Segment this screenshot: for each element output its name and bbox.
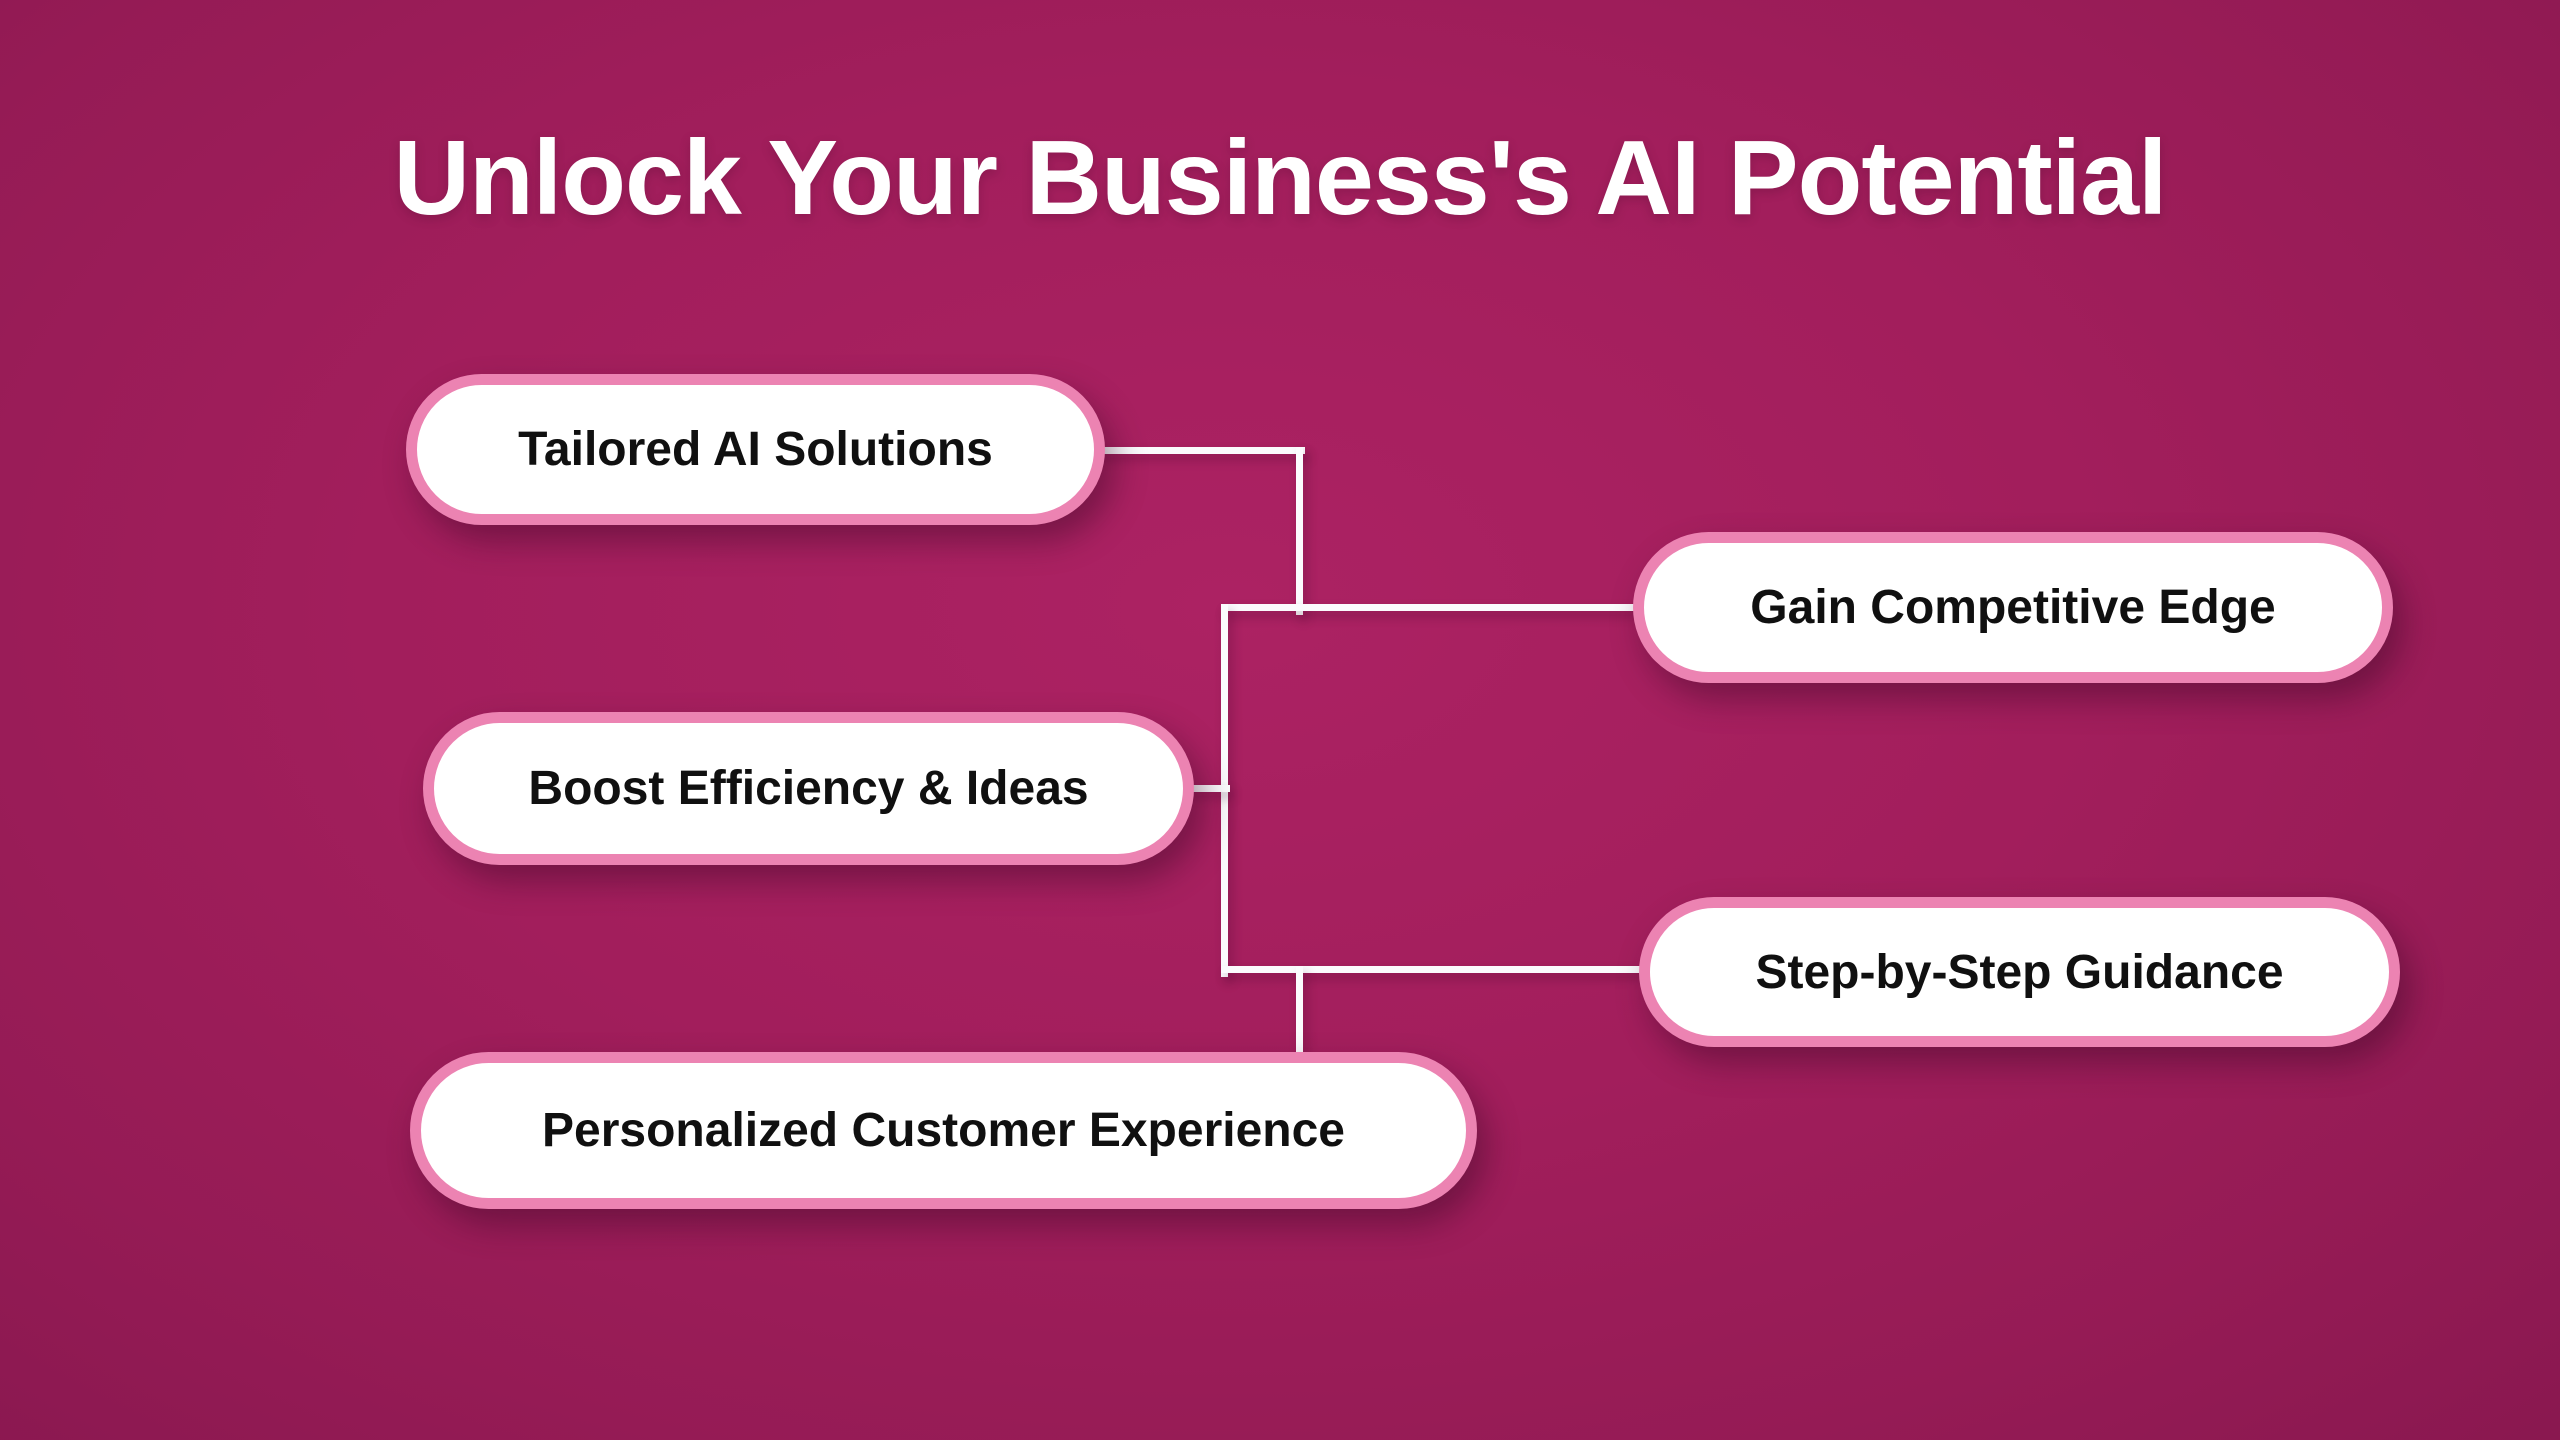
node-gain-competitive-edge: Gain Competitive Edge <box>1633 532 2393 683</box>
connector-tailored-vertical <box>1296 447 1303 615</box>
node-label-tailored: Tailored AI Solutions <box>518 423 993 476</box>
connector-personalized-vertical <box>1296 966 1303 1061</box>
node-personalized-customer-experience: Personalized Customer Experience <box>410 1052 1477 1209</box>
node-label-gain: Gain Competitive Edge <box>1750 581 2276 634</box>
node-step-by-step-guidance: Step-by-Step Guidance <box>1639 897 2400 1047</box>
node-label-personalized: Personalized Customer Experience <box>542 1104 1345 1157</box>
node-label-boost: Boost Efficiency & Ideas <box>528 762 1089 815</box>
connector-step-horizontal <box>1221 966 1646 973</box>
connector-boost-horizontal <box>1185 785 1230 792</box>
connector-gain-horizontal <box>1221 604 1641 611</box>
node-boost-efficiency-ideas: Boost Efficiency & Ideas <box>423 712 1194 865</box>
node-tailored-ai-solutions: Tailored AI Solutions <box>406 374 1105 525</box>
page-title: Unlock Your Business's AI Potential <box>393 119 2167 237</box>
node-label-step: Step-by-Step Guidance <box>1755 945 2284 999</box>
connector-tailored-horizontal <box>1095 447 1305 454</box>
